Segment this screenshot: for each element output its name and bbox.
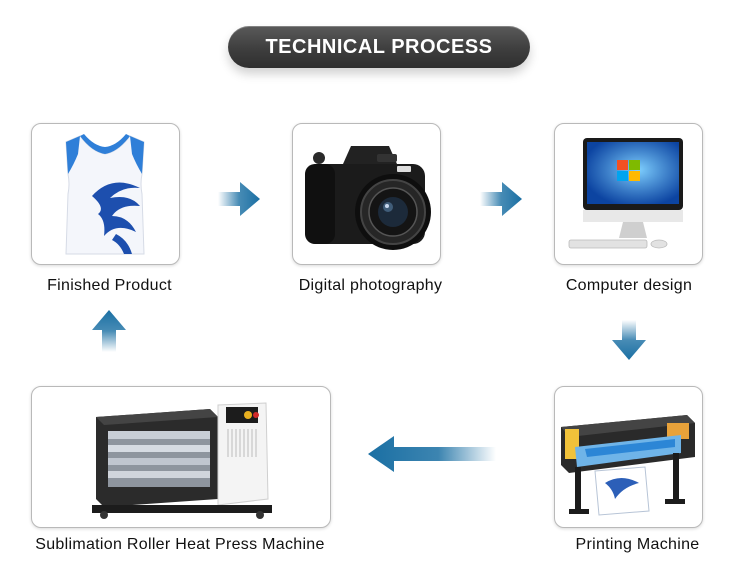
step-label-heat-press: Sublimation Roller Heat Press Machine bbox=[35, 536, 325, 553]
title-banner: TECHNICAL PROCESS bbox=[228, 26, 530, 68]
printer-icon bbox=[561, 415, 695, 516]
step-digital-photography-card bbox=[292, 123, 441, 265]
step-label-printing-machine: Printing Machine bbox=[575, 536, 700, 553]
page-title: TECHNICAL PROCESS bbox=[265, 35, 493, 58]
arrow-left-icon bbox=[368, 436, 496, 472]
arrow-right-icon bbox=[218, 182, 260, 216]
arrow-down-icon bbox=[612, 320, 646, 360]
step-label-finished-product: Finished Product bbox=[47, 277, 172, 294]
step-heat-press-card bbox=[31, 386, 331, 528]
computer-icon bbox=[568, 138, 683, 249]
arrow-right-icon bbox=[480, 182, 522, 216]
heat-press-icon bbox=[92, 402, 272, 519]
step-computer-design-card bbox=[554, 123, 703, 265]
jersey-icon bbox=[65, 134, 145, 255]
arrow-up-icon bbox=[92, 310, 126, 352]
camera-icon bbox=[305, 146, 431, 250]
step-finished-product-card bbox=[31, 123, 180, 265]
step-printing-machine-card bbox=[554, 386, 703, 528]
step-label-computer-design: Computer design bbox=[565, 277, 693, 294]
step-label-digital-photography: Digital photography bbox=[298, 277, 443, 294]
